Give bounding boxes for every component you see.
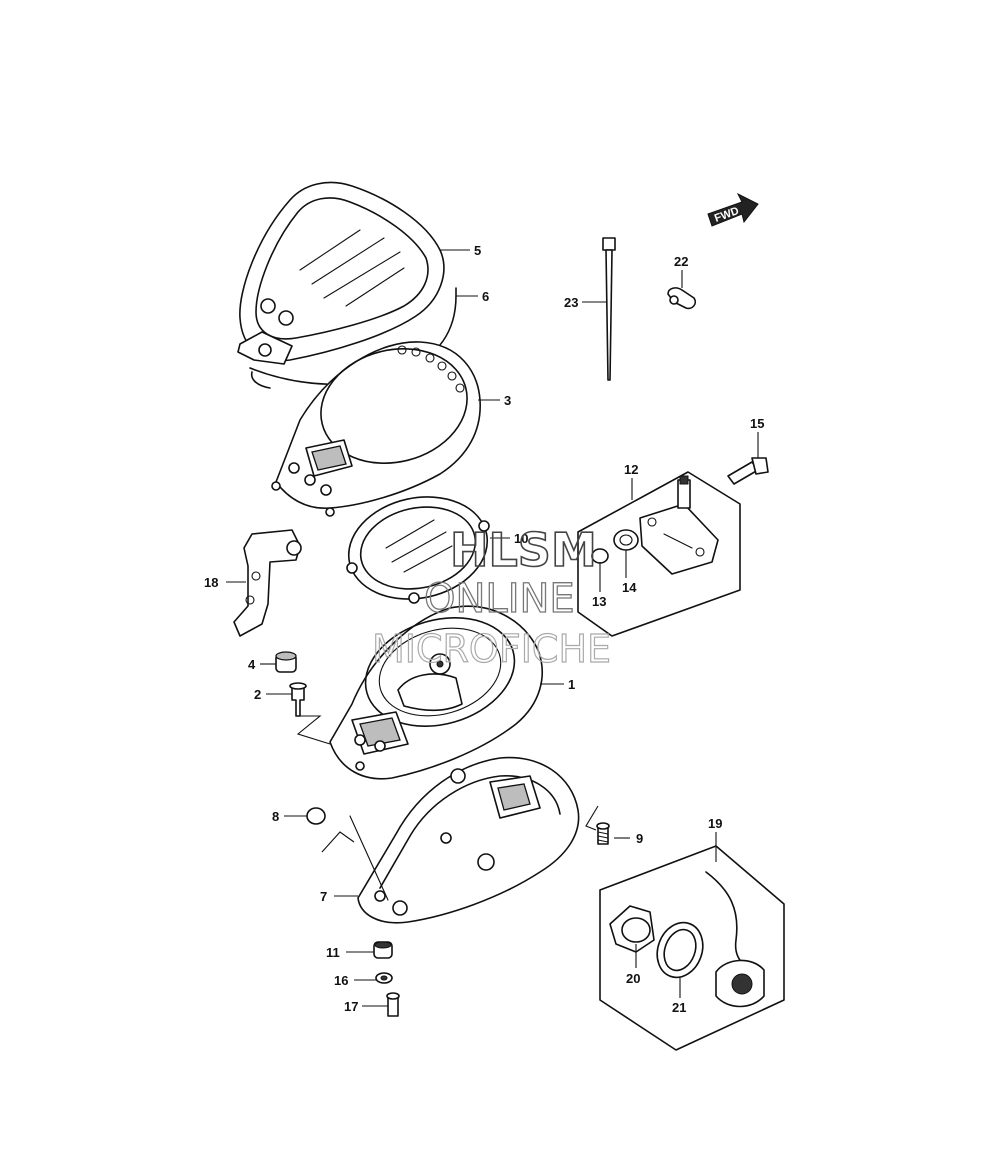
callout-17: 17 xyxy=(344,999,358,1014)
callout-9: 9 xyxy=(636,831,643,846)
leader-lines xyxy=(226,249,759,1007)
part-16-washer[interactable] xyxy=(375,972,393,984)
part-22-clamp[interactable] xyxy=(667,287,697,310)
callout-13: 13 xyxy=(592,594,606,609)
part-10-lens-ring[interactable] xyxy=(339,485,497,612)
callout-labels: 5 6 3 10 1 18 4 2 8 9 7 11 16 17 12 15 1… xyxy=(204,243,764,1015)
callout-23: 23 xyxy=(564,295,578,310)
watermark: HLSM ONLINE MICROFICHE xyxy=(371,522,611,671)
watermark-line-3: MICROFICHE xyxy=(372,627,611,671)
part-9-screw[interactable] xyxy=(596,822,610,845)
callout-5: 5 xyxy=(474,243,481,258)
part-15-bolt[interactable] xyxy=(727,457,769,485)
watermark-line-1: HLSM xyxy=(450,523,597,577)
part-19-speed-sensor-kit[interactable] xyxy=(599,845,785,1051)
callout-7: 7 xyxy=(320,889,327,904)
callout-12: 12 xyxy=(624,462,638,477)
callout-1: 1 xyxy=(568,677,575,692)
part-23-cable-tie[interactable] xyxy=(602,237,616,381)
part-5-meter-cover[interactable] xyxy=(237,181,445,365)
callout-10: 10 xyxy=(514,531,528,546)
callout-11: 11 xyxy=(326,945,340,960)
callout-16: 16 xyxy=(334,973,348,988)
callout-3: 3 xyxy=(504,393,511,408)
callout-4: 4 xyxy=(248,657,256,672)
part-11-grommet[interactable] xyxy=(373,941,393,959)
callout-22: 22 xyxy=(674,254,688,269)
callout-21: 21 xyxy=(672,1000,686,1015)
fwd-direction-marker: FWD xyxy=(707,192,759,227)
part-17-screw[interactable] xyxy=(386,992,400,1017)
callout-6: 6 xyxy=(482,289,489,304)
callout-15: 15 xyxy=(750,416,764,431)
part-12-sensor-kit[interactable] xyxy=(577,471,741,637)
callout-8: 8 xyxy=(272,809,279,824)
callout-2: 2 xyxy=(254,687,261,702)
callout-19: 19 xyxy=(708,816,722,831)
callout-20: 20 xyxy=(626,971,640,986)
fwd-label: FWD xyxy=(713,205,741,225)
watermark-line-2: ONLINE xyxy=(424,576,575,622)
part-2-stud[interactable] xyxy=(289,682,307,717)
part-1-meter-assembly[interactable] xyxy=(329,601,543,780)
callout-18: 18 xyxy=(204,575,218,590)
part-3-meter-case[interactable] xyxy=(271,334,481,517)
part-8-cap[interactable] xyxy=(306,807,326,825)
part-4-grommet[interactable] xyxy=(275,651,297,673)
callout-14: 14 xyxy=(622,580,637,595)
part-18-bracket[interactable] xyxy=(233,529,302,637)
part-7-lower-case[interactable] xyxy=(349,756,580,924)
